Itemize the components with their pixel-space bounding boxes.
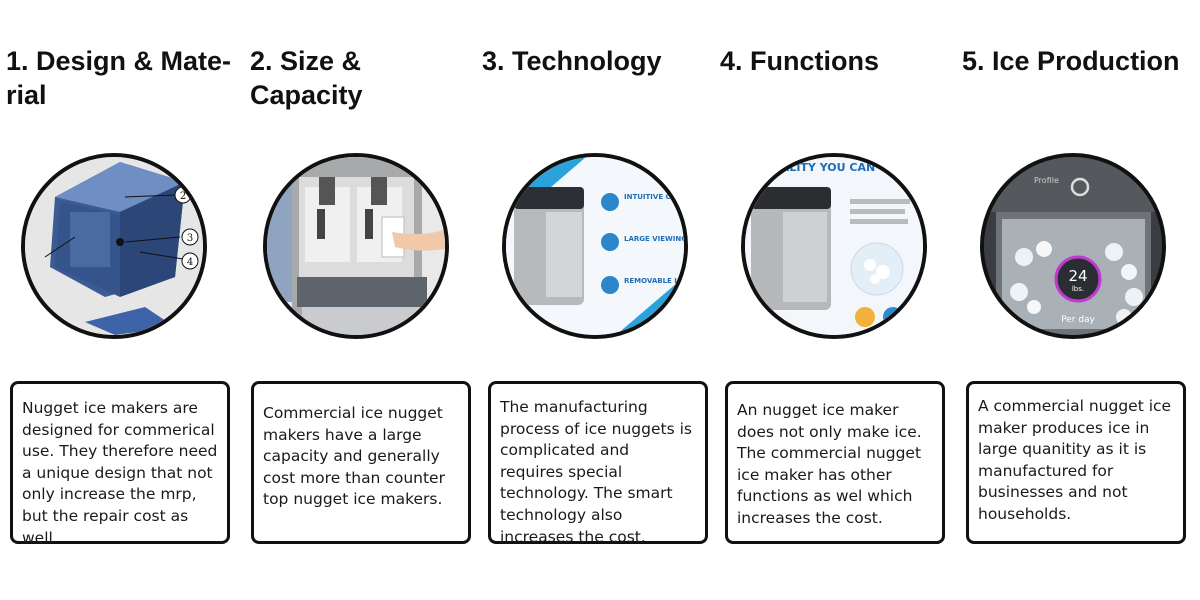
- feature-control-panel: INTUITIVE CONTROL PAN: [624, 193, 684, 201]
- functions-image: QUALITY YOU CAN TASTE: [741, 153, 927, 339]
- callout-label-4: 4: [187, 257, 193, 268]
- column-3-description: The manufacturing process of ice nuggets…: [488, 381, 708, 546]
- quality-headline: QUALITY YOU CAN TASTE: [763, 161, 917, 174]
- column-2-title: 2. Size & Capacity: [250, 46, 363, 110]
- design-material-image: 2 3 4: [21, 153, 207, 339]
- column-5-title: 5. Ice Production: [962, 46, 1180, 76]
- size-capacity-image: [263, 153, 449, 339]
- column-1-description: Nugget ice makers are designed for comme…: [10, 381, 230, 547]
- column-4-title: 4. Functions: [720, 46, 880, 76]
- ice-production-image: Profile 24 lbs. Per day: [980, 153, 1166, 339]
- production-amount: 24: [1068, 267, 1087, 285]
- callout-label-2: 2: [180, 191, 186, 202]
- callout-label-3: 3: [187, 233, 193, 244]
- production-period: Per day: [1061, 315, 1095, 325]
- column-3-title: 3. Technology: [482, 46, 662, 76]
- feature-viewing-window: LARGE VIEWING WINDOW: [624, 235, 684, 243]
- feature-ice-basket: REMOVABLE ICE BASKET AND SCOOP: [624, 277, 684, 285]
- production-unit: lbs.: [1072, 285, 1084, 293]
- column-4-description: An nugget ice maker does not only make i…: [725, 381, 945, 544]
- brand-label: Profile: [1034, 176, 1059, 185]
- technology-image: INTUITIVE CONTROL PAN LARGE VIEWING WIND…: [502, 153, 688, 339]
- column-2-description: Commercial ice nugget makers have a larg…: [251, 381, 471, 544]
- column-5-description: A commercial nugget ice maker produces i…: [966, 381, 1186, 544]
- column-1-title: 1. Design & Mate- rial: [6, 46, 232, 110]
